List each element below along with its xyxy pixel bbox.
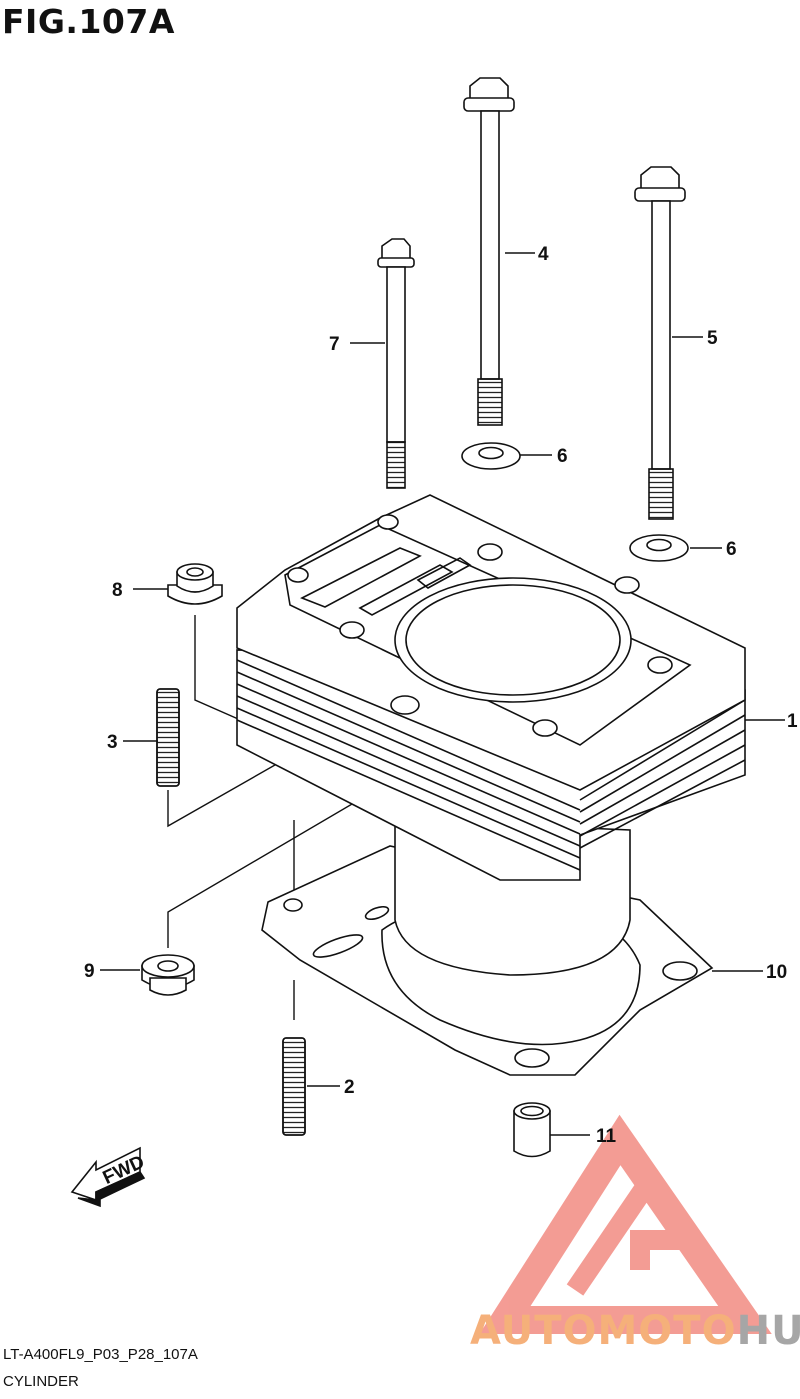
watermark-text-part1: AUTOMOTO [470, 1308, 737, 1354]
callout-6a: 6 [557, 446, 568, 467]
footer-diagram-code: LT-A400FL9_P03_P28_107A [3, 1346, 198, 1363]
nut-part-8 [167, 563, 223, 605]
callout-9: 9 [84, 961, 95, 982]
callout-4: 4 [538, 244, 549, 265]
stud-part-3 [156, 688, 180, 787]
stud-part-2 [282, 1037, 306, 1136]
footer-diagram-name: CYLINDER [3, 1373, 79, 1390]
fwd-direction-arrow: FWD [70, 1146, 148, 1208]
callout-7: 7 [329, 334, 340, 355]
washer-part-6-right [629, 534, 689, 562]
callout-1: 1 [787, 711, 798, 732]
bolt-part-7 [377, 238, 415, 489]
bolt-part-5 [634, 166, 686, 520]
figure-title: FIG.107A [2, 2, 175, 41]
bolt-part-4 [463, 77, 515, 426]
callout-8: 8 [112, 580, 123, 601]
dowel-pin-part-11 [513, 1102, 551, 1158]
callout-labels: 1 2 3 4 5 6 6 7 8 9 10 11 [84, 244, 798, 1147]
watermark-text-part2: HUB [736, 1308, 800, 1354]
callout-10: 10 [766, 962, 787, 983]
washer-part-6-left [461, 442, 521, 470]
watermark-logo [479, 1114, 772, 1334]
watermark-text: AUTOMOTOHUB [470, 1308, 800, 1354]
callout-3: 3 [107, 732, 118, 753]
cylinder-part-1 [236, 494, 746, 976]
nut-part-9 [141, 954, 195, 996]
callout-6b: 6 [726, 539, 737, 560]
callout-2: 2 [344, 1077, 355, 1098]
callout-5: 5 [707, 328, 718, 349]
callout-11: 11 [596, 1126, 617, 1147]
